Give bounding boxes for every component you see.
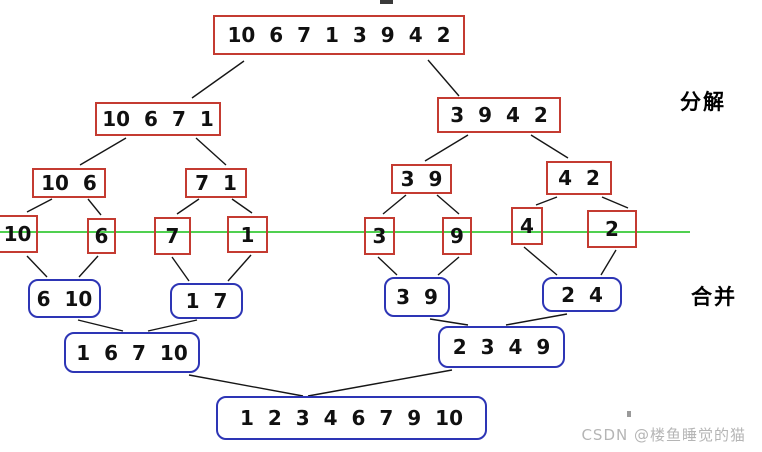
node-merged-left: 1 6 7 10 <box>64 332 200 373</box>
node-root: 10 6 7 1 3 9 4 2 <box>213 15 465 55</box>
node-pair-3-9: 3 9 <box>391 164 452 194</box>
node-left-half: 10 6 7 1 <box>95 102 221 136</box>
node-sorted: 1 2 3 4 6 7 9 10 <box>216 396 487 440</box>
watermark-speck <box>627 411 631 417</box>
label-merge: 合并 <box>691 285 737 309</box>
node-single-7: 7 <box>154 217 191 255</box>
node-pair-7-1: 7 1 <box>185 168 247 198</box>
node-single-3: 3 <box>364 217 395 255</box>
watermark: CSDN @楼鱼睡觉的猫 <box>581 426 746 444</box>
label-decompose: 分解 <box>680 90 726 114</box>
node-merged-right: 2 3 4 9 <box>438 326 565 368</box>
node-merged-6-10: 6 10 <box>28 279 101 318</box>
cropped-top-mark <box>380 0 393 4</box>
node-single-2: 2 <box>587 210 637 248</box>
node-merged-1-7: 1 7 <box>170 283 243 319</box>
node-merged-3-9: 3 9 <box>384 277 450 317</box>
node-pair-10-6: 10 6 <box>32 168 106 198</box>
node-pair-4-2: 4 2 <box>546 161 612 195</box>
node-single-4: 4 <box>511 207 543 245</box>
node-single-10: 10 <box>0 215 38 253</box>
node-merged-2-4: 2 4 <box>542 277 622 312</box>
node-single-6: 6 <box>87 218 116 254</box>
node-single-9: 9 <box>442 217 472 255</box>
node-single-1: 1 <box>227 216 268 253</box>
node-right-half: 3 9 4 2 <box>437 97 561 133</box>
